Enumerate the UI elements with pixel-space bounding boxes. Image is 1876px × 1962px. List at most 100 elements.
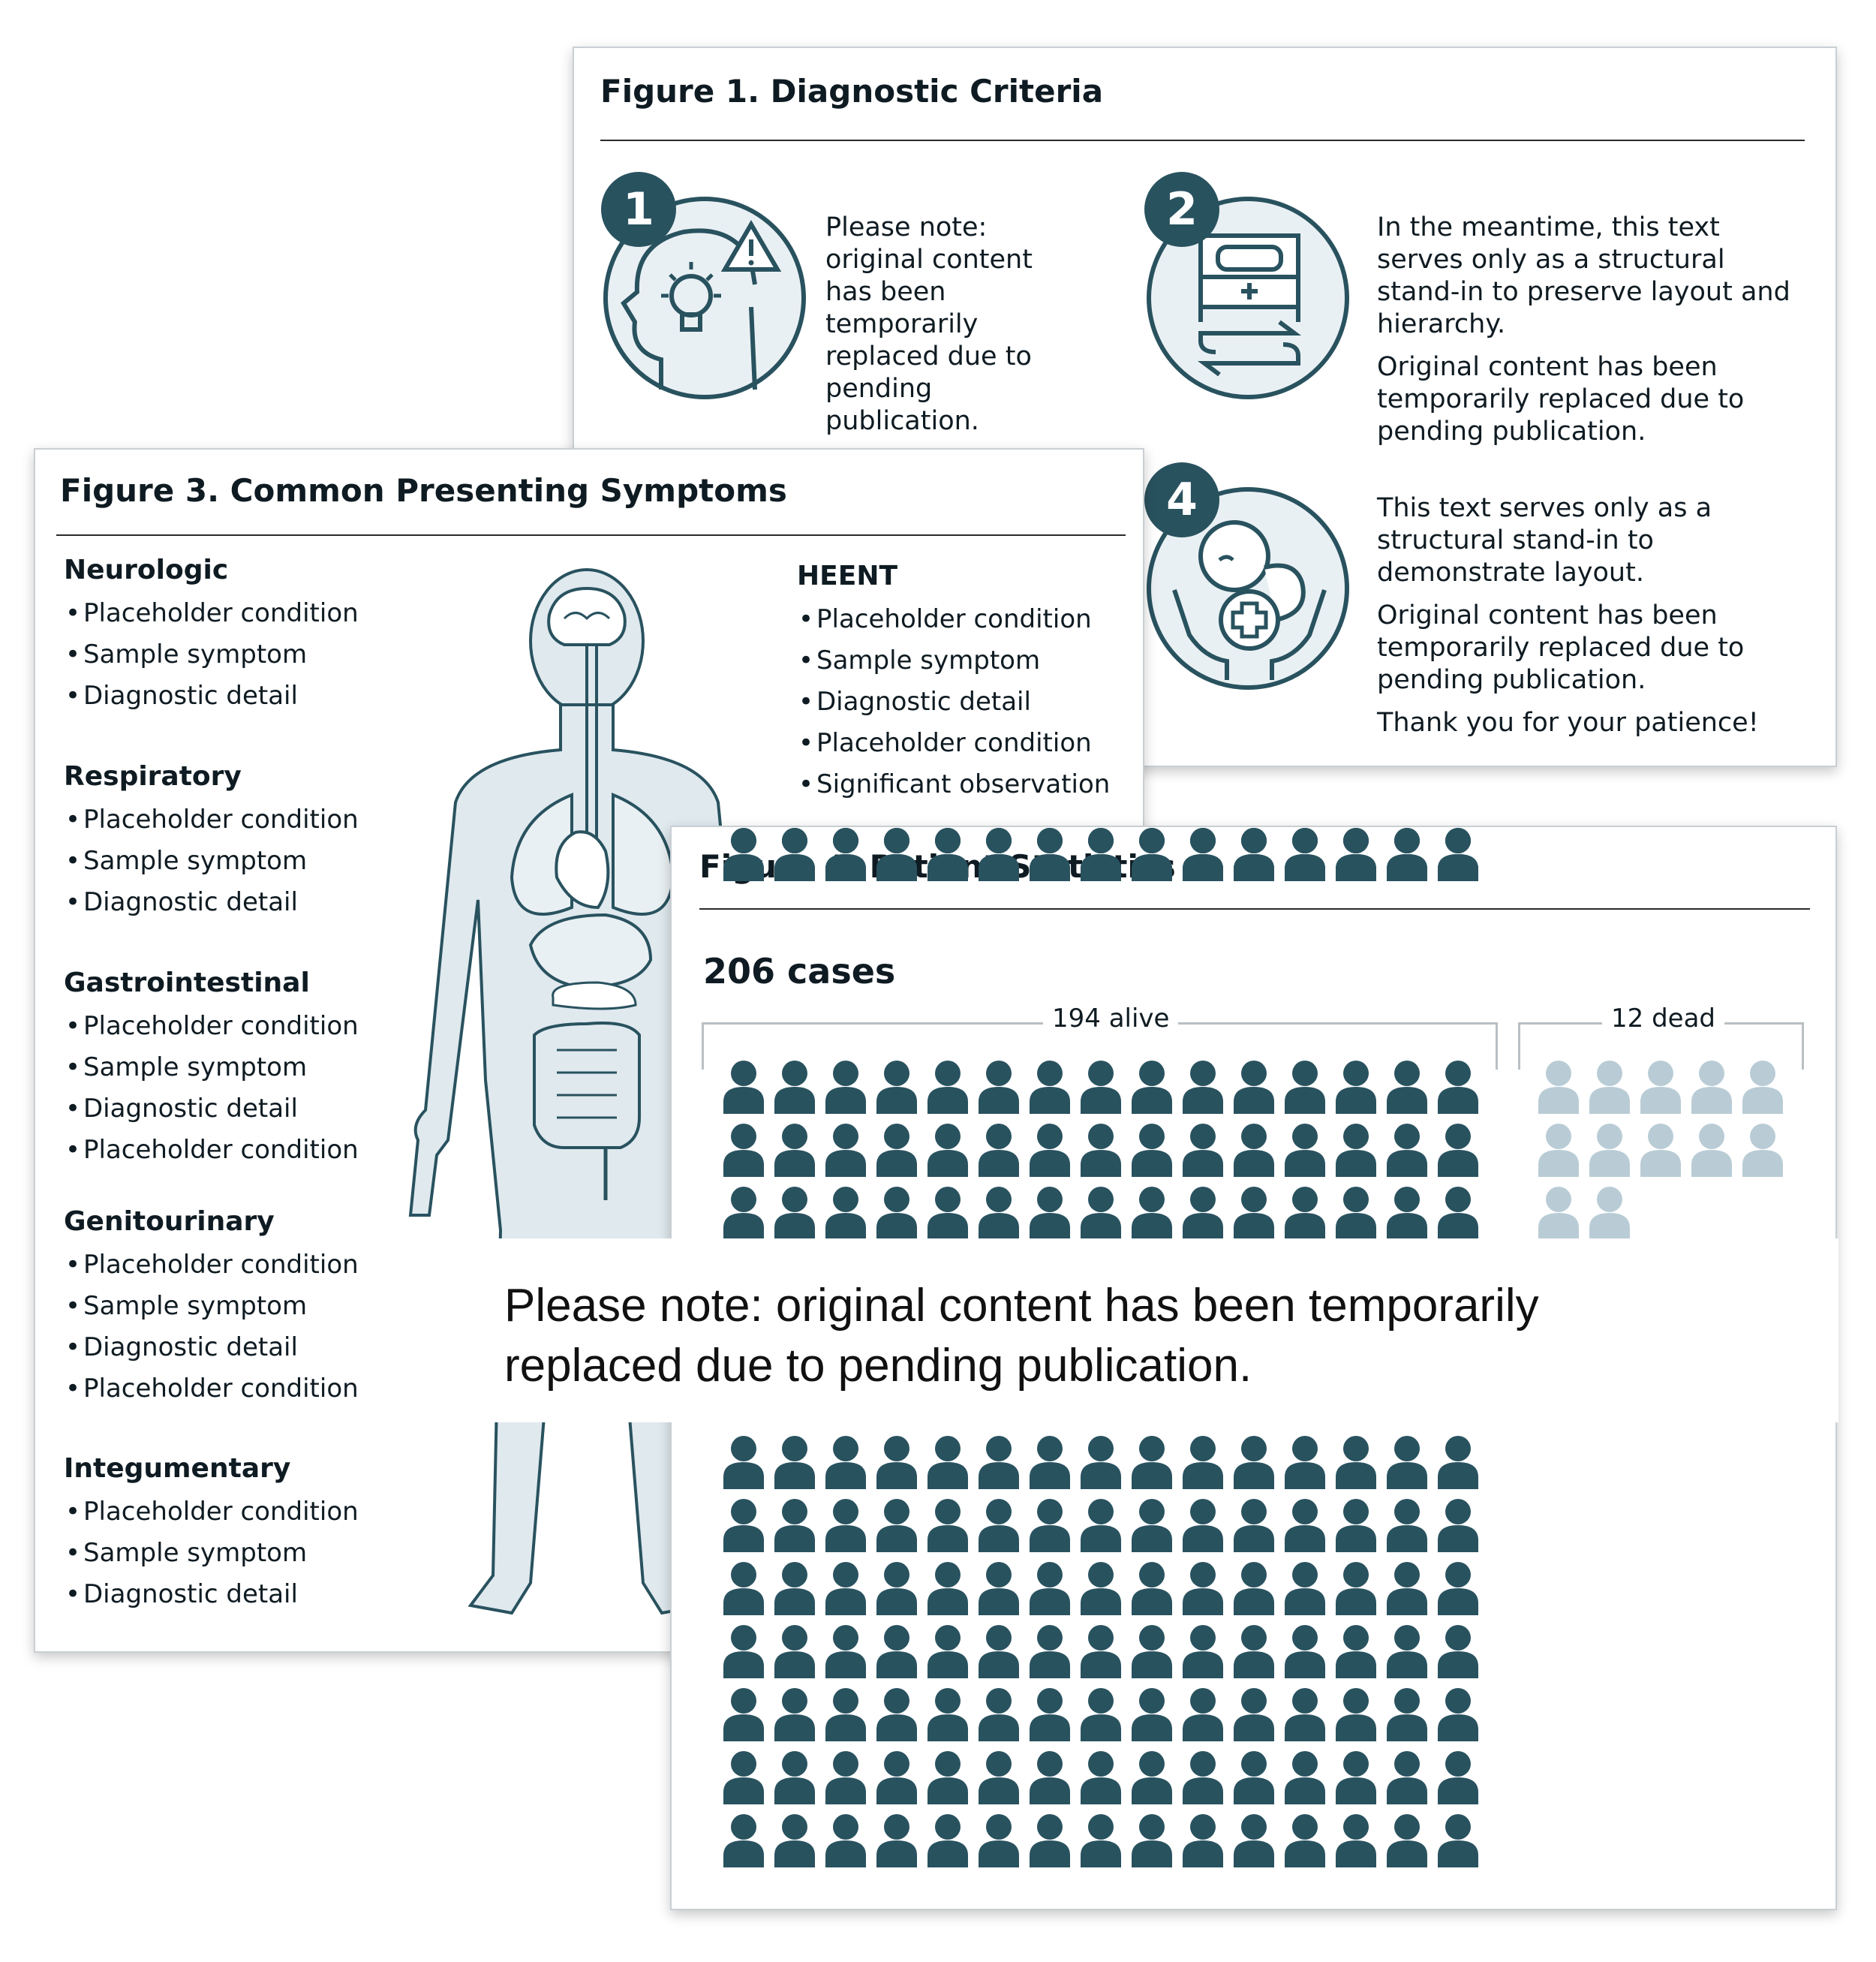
symptom-item: Diagnostic detail — [64, 676, 359, 717]
person-icon-alive — [824, 1750, 867, 1804]
person-icon-alive — [722, 1813, 765, 1867]
person-icon-dead — [1588, 1060, 1631, 1114]
person-icon-alive — [926, 1750, 970, 1804]
person-icon-dead — [1690, 1123, 1733, 1177]
person-icon-alive — [1181, 1060, 1225, 1114]
person-icon-alive — [1283, 827, 1327, 881]
person-icon-alive — [926, 1813, 970, 1867]
person-icon-alive — [926, 1435, 970, 1489]
person-icon-dead — [1639, 1123, 1682, 1177]
person-icon-alive — [1385, 1435, 1429, 1489]
person-icon-alive — [1130, 1123, 1174, 1177]
person-icon-alive — [773, 827, 816, 881]
category-genitourinary: Genitourinary Placeholder condition Samp… — [64, 1206, 359, 1410]
person-icon-alive — [1232, 1561, 1276, 1615]
person-icon-alive — [1283, 1060, 1327, 1114]
category-heading: Neurologic — [64, 555, 229, 585]
person-icon-alive — [1181, 1123, 1225, 1177]
person-icon-alive — [722, 1687, 765, 1741]
person-icon-alive — [1181, 1624, 1225, 1678]
step-1-text: Please note: original content has been t… — [825, 212, 1081, 448]
symptom-item: Placeholder condition — [64, 1368, 359, 1410]
person-icon-alive — [926, 1186, 970, 1240]
person-icon-alive — [824, 1561, 867, 1615]
person-icon-alive — [875, 1498, 918, 1552]
person-icon-alive — [1283, 1750, 1327, 1804]
symptom-item: Diagnostic detail — [64, 1088, 359, 1130]
person-icon-alive — [824, 1435, 867, 1489]
person-icon-alive — [722, 1561, 765, 1615]
person-icon-alive — [1334, 1561, 1378, 1615]
person-icon-alive — [722, 827, 765, 881]
person-icon-alive — [1130, 1060, 1174, 1114]
symptom-item: Diagnostic detail — [64, 882, 359, 923]
person-icon-alive — [875, 827, 918, 881]
person-icon-alive — [977, 1561, 1021, 1615]
person-icon-alive — [1436, 1435, 1480, 1489]
person-icon-alive — [824, 1624, 867, 1678]
person-icon-alive — [1385, 1498, 1429, 1552]
person-icon-alive — [875, 1624, 918, 1678]
person-icon-alive — [1334, 1750, 1378, 1804]
person-icon-alive — [1385, 1624, 1429, 1678]
symptom-item: Significant observation — [797, 764, 1110, 805]
symptom-item: Placeholder condition — [797, 723, 1110, 764]
person-icon-alive — [1334, 1060, 1378, 1114]
figure3-title: Figure 3. Common Presenting Symptoms — [60, 472, 787, 509]
person-icon-alive — [1079, 1687, 1123, 1741]
person-icon-alive — [1385, 1750, 1429, 1804]
step-number-1: 1 — [623, 183, 654, 236]
person-icon-dead — [1639, 1060, 1682, 1114]
person-icon-dead — [1741, 1123, 1784, 1177]
figure3-divider — [56, 534, 1126, 536]
person-icon-alive — [1283, 1435, 1327, 1489]
person-icon-alive — [875, 1813, 918, 1867]
person-icon-alive — [926, 1060, 970, 1114]
person-icon-alive — [1436, 1750, 1480, 1804]
person-icon-alive — [773, 1123, 816, 1177]
person-icon-alive — [1385, 1813, 1429, 1867]
person-icon-alive — [1334, 1813, 1378, 1867]
symptom-item: Sample symptom — [64, 1533, 359, 1574]
category-integumentary: Integumentary Placeholder condition Samp… — [64, 1453, 359, 1615]
category-heent: HEENT Placeholder condition Sample sympt… — [797, 561, 1110, 805]
person-icon-alive — [1283, 1813, 1327, 1867]
person-icon-alive — [1232, 1123, 1276, 1177]
person-icon-alive — [875, 1186, 918, 1240]
person-icon-alive — [1079, 1561, 1123, 1615]
symptom-item: Sample symptom — [64, 1286, 359, 1327]
person-icon-alive — [1232, 1060, 1276, 1114]
person-icon-alive — [824, 1498, 867, 1552]
symptom-item: Sample symptom — [64, 841, 359, 882]
person-icon-alive — [1028, 1687, 1072, 1741]
person-icon-alive — [1079, 1186, 1123, 1240]
person-icon-alive — [824, 1687, 867, 1741]
person-icon-alive — [1028, 1624, 1072, 1678]
person-icon-alive — [1334, 827, 1378, 881]
step-number-4: 4 — [1166, 474, 1198, 526]
person-icon-alive — [1385, 827, 1429, 881]
person-icon-dead — [1537, 1186, 1580, 1240]
symptom-item: Sample symptom — [797, 640, 1110, 682]
figure4-divider — [699, 908, 1810, 910]
person-icon-alive — [926, 1624, 970, 1678]
person-icon-alive — [1181, 1435, 1225, 1489]
person-icon-alive — [1130, 1750, 1174, 1804]
person-icon-alive — [1079, 1624, 1123, 1678]
person-icon-alive — [1283, 1561, 1327, 1615]
person-icon-alive — [773, 1624, 816, 1678]
person-icon-dead — [1690, 1060, 1733, 1114]
person-icon-alive — [722, 1624, 765, 1678]
person-icon-alive — [773, 1060, 816, 1114]
person-icon-alive — [1436, 1060, 1480, 1114]
person-icon-alive — [722, 1750, 765, 1804]
person-icon-alive — [1079, 1813, 1123, 1867]
person-icon-alive — [1028, 1750, 1072, 1804]
person-icon-alive — [1232, 827, 1276, 881]
person-icon-alive — [1385, 1186, 1429, 1240]
person-icon-alive — [1130, 1561, 1174, 1615]
category-respiratory: Respiratory Placeholder condition Sample… — [64, 761, 359, 923]
symptom-item: Diagnostic detail — [64, 1327, 359, 1368]
category-heading: Respiratory — [64, 761, 242, 792]
person-icon-alive — [1232, 1624, 1276, 1678]
